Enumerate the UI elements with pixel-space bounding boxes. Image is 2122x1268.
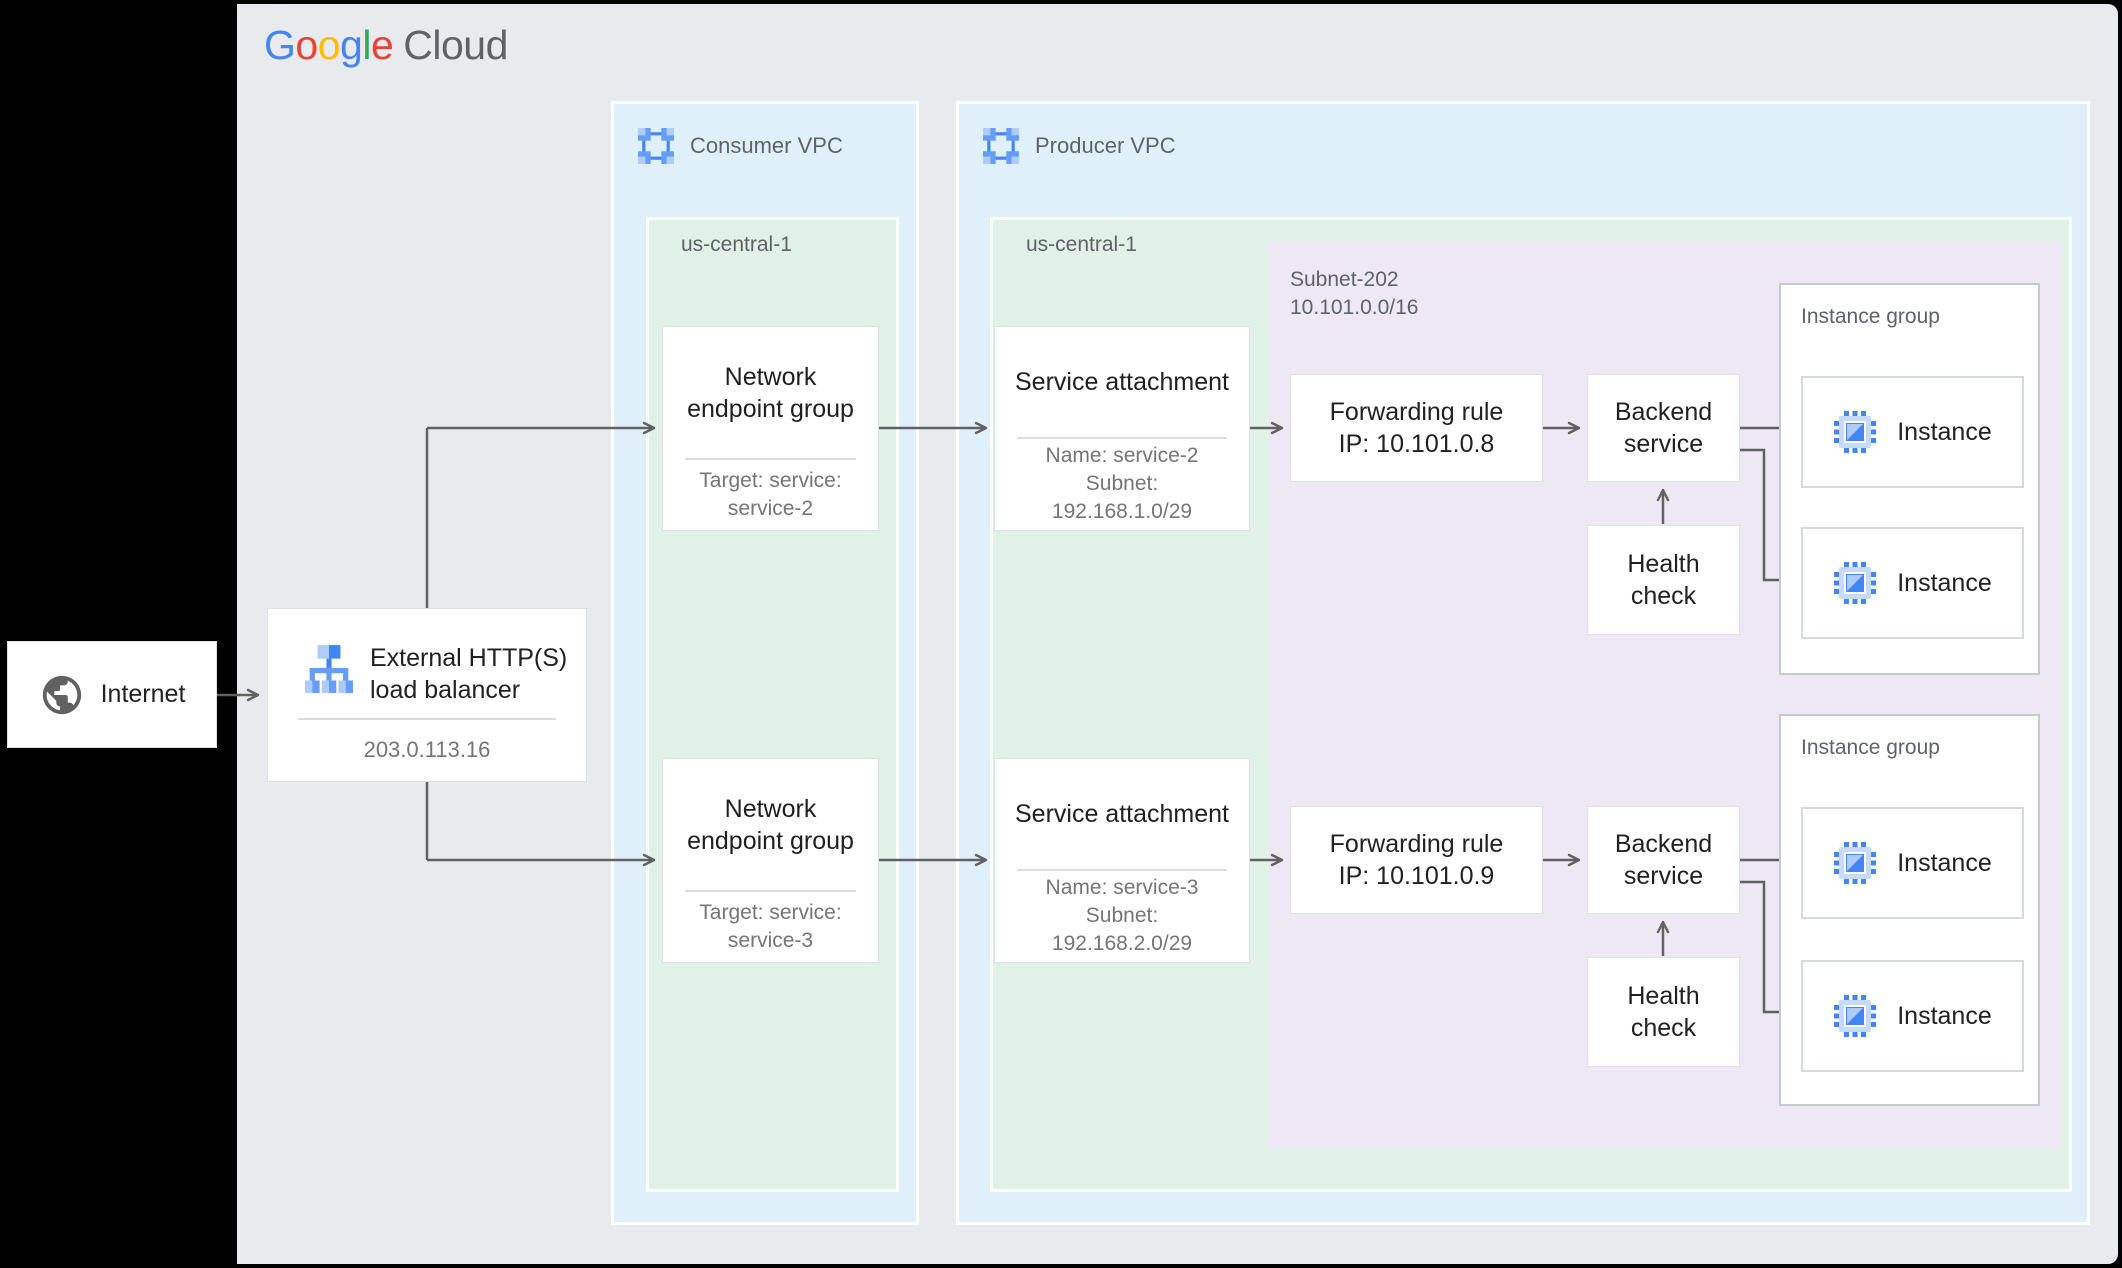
neg-target-line: service-3 [727, 928, 814, 952]
forwarding-rule-ip: IP: 10.101.0.8 [1338, 430, 1495, 458]
divider [685, 890, 856, 892]
forwarding-rule-line: Forwarding rule [1329, 830, 1504, 858]
divider [298, 718, 556, 720]
lb-ip-address: 203.0.113.16 [363, 736, 491, 762]
backend-service-node: Backend service [1587, 806, 1740, 914]
backend-service-node: Backend service [1587, 374, 1740, 482]
neg-target: Target: service: service-3 [675, 891, 866, 962]
backend-service-label: Backend service [1614, 398, 1713, 458]
backend-service-label: Backend service [1614, 830, 1713, 890]
producer-vpc-label: Producer VPC [1035, 133, 1176, 158]
arrow-backend-to-instance-1b [1740, 448, 1793, 587]
neg-title: Network endpoint group [687, 363, 854, 423]
load-balancer-icon [305, 645, 353, 693]
divider [685, 458, 856, 460]
instance-group-panel: Instance group Instance [1779, 714, 2040, 1106]
instance-label: Instance [1897, 848, 1992, 877]
logo-letter: G [264, 22, 296, 68]
compute-instance-icon [1834, 995, 1877, 1037]
instance-node: Instance [1801, 960, 2024, 1072]
instance-node: Instance [1801, 376, 2024, 488]
service-attachment-node: Service attachment Name: service-3 Subne… [994, 758, 1250, 963]
service-attachment-node: Service attachment Name: service-2 Subne… [994, 326, 1250, 531]
compute-instance-icon [1834, 562, 1877, 604]
logo-letter: o [317, 22, 341, 68]
attachment-detail-line: Name: service-2 [1045, 444, 1199, 468]
subnet-cidr: 10.101.0.0/16 [1290, 296, 1419, 320]
attachment-detail-line: 192.168.1.0/29 [1051, 499, 1193, 523]
instance-label: Instance [1897, 568, 1992, 597]
forwarding-rule-text: Forwarding rule IP: 10.101.0.9 [1303, 807, 1530, 913]
logo-letter: g [340, 22, 363, 68]
instance-group-panel: Instance group Instance [1779, 283, 2040, 675]
neg-title: Network endpoint group [687, 795, 854, 855]
attachment-details: Name: service-2 Subnet: 192.168.1.0/29 [1007, 438, 1237, 530]
instance-node: Instance [1801, 527, 2024, 639]
instance-node: Instance [1801, 807, 2024, 919]
health-check-node: Health check [1587, 957, 1740, 1067]
forwarding-rule-node: Forwarding rule IP: 10.101.0.8 [1290, 374, 1543, 482]
subnet-name: Subnet-202 [1290, 268, 1399, 291]
producer-vpc-header: Producer VPC [983, 128, 1176, 164]
attachment-title: Service attachment [1015, 368, 1229, 396]
forwarding-rule-line: Forwarding rule [1329, 398, 1504, 426]
consumer-region-label: us-central-1 [681, 233, 792, 256]
consumer-vpc-header: Consumer VPC [638, 128, 843, 164]
instance-label: Instance [1897, 1001, 1992, 1030]
attachment-detail-line: Name: service-3 [1045, 876, 1199, 900]
divider [1017, 869, 1227, 871]
globe-icon [42, 675, 81, 714]
neg-target-line: Target: service: [699, 900, 842, 924]
arrow-backend-to-instance-2b [1740, 880, 1793, 1019]
lb-title: External HTTP(S) load balancer [370, 644, 568, 704]
attachment-detail-line: Subnet: [1085, 904, 1159, 928]
logo-letter: e [370, 22, 394, 68]
forwarding-rule-text: Forwarding rule IP: 10.101.0.8 [1303, 375, 1530, 481]
logo-cloud-text: Cloud [403, 22, 508, 68]
health-check-label: Health check [1627, 982, 1700, 1042]
neg-node: Network endpoint group Target: service: … [662, 758, 879, 963]
neg-target-line: service-2 [727, 496, 814, 520]
neg-target: Target: service: service-2 [675, 459, 866, 530]
logo-letter: l [362, 22, 371, 68]
neg-node: Network endpoint group Target: service: … [662, 326, 879, 531]
neg-target-line: Target: service: [699, 468, 842, 492]
compute-instance-icon [1834, 842, 1877, 884]
attachment-detail-line: Subnet: [1085, 472, 1159, 496]
instance-group-label: Instance group [1801, 305, 1940, 328]
attachment-detail-line: 192.168.2.0/29 [1051, 931, 1193, 955]
divider [1017, 437, 1227, 439]
vpc-network-icon [638, 128, 674, 164]
subnet-label: Subnet-202 10.101.0.0/16 [1290, 266, 1418, 323]
vpc-network-icon [983, 128, 1019, 164]
health-check-label: Health check [1627, 550, 1700, 610]
logo-letter: o [295, 22, 318, 68]
internet-label: Internet [100, 680, 186, 708]
instance-label: Instance [1897, 417, 1992, 446]
attachment-title: Service attachment [1015, 800, 1229, 828]
consumer-vpc-label: Consumer VPC [690, 133, 843, 158]
forwarding-rule-node: Forwarding rule IP: 10.101.0.9 [1290, 806, 1543, 914]
forwarding-rule-ip: IP: 10.101.0.9 [1338, 862, 1495, 890]
producer-region-label: us-central-1 [1026, 233, 1137, 256]
attachment-details: Name: service-3 Subnet: 192.168.2.0/29 [1007, 870, 1237, 962]
compute-instance-icon [1834, 411, 1877, 453]
external-lb-node: External HTTP(S) load balancer 203.0.113… [267, 608, 587, 782]
instance-group-label: Instance group [1801, 736, 1940, 759]
health-check-node: Health check [1587, 525, 1740, 635]
internet-node: Internet [7, 641, 217, 748]
